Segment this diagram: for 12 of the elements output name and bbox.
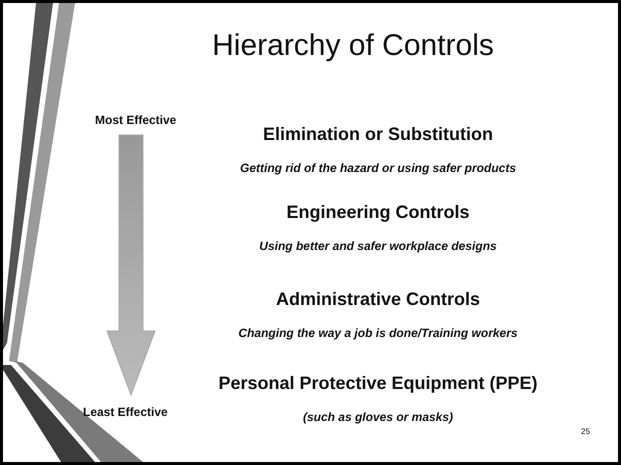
level-description: Changing the way a job is done/Training workers (237, 326, 519, 340)
page-number: 25 (581, 427, 590, 436)
level-heading: Personal Protective Equipment (PPE) (217, 373, 539, 394)
level-description: Getting rid of the hazard or using safer products (238, 161, 518, 175)
slide-title: Hierarchy of Controls (211, 29, 495, 63)
level-heading: Engineering Controls (285, 202, 470, 223)
level-description: (such as gloves or masks) (302, 410, 454, 424)
level-description: Using better and safer workplace designs (258, 239, 498, 253)
scale-label: Most Effective (95, 113, 176, 127)
level-heading: Elimination or Substitution (262, 124, 494, 145)
level-heading: Administrative Controls (274, 289, 482, 310)
scale-label: Least Effective (83, 405, 168, 419)
